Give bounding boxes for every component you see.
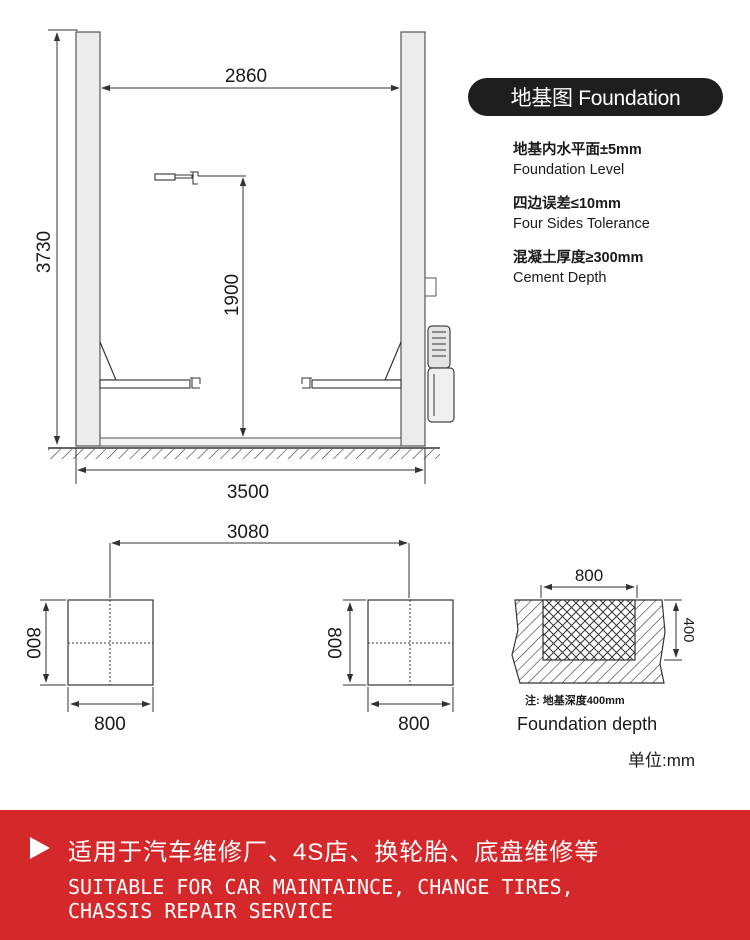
right-column [400, 31, 437, 447]
dim-arm-height: 1900 [198, 175, 247, 437]
spec-en: Four Sides Tolerance [513, 216, 650, 232]
play-arrow-icon [30, 837, 50, 859]
dim-pad-spacing: 3080 [109, 522, 410, 598]
left-column [75, 31, 101, 447]
spec-en: Foundation Level [513, 162, 625, 178]
spec-cn: 四边误差≤10mm [513, 196, 621, 212]
spec-item: 四边误差≤10mm Four Sides Tolerance [513, 194, 733, 234]
dim-base-width: 3500 [75, 448, 426, 503]
svg-text:1900: 1900 [222, 274, 243, 316]
spec-cn: 地基内水平面±5mm [513, 142, 642, 158]
svg-text:400: 400 [680, 617, 697, 642]
svg-text:800: 800 [22, 627, 43, 659]
foundation-depth-label: Foundation depth [517, 714, 658, 734]
svg-text:3500: 3500 [227, 482, 269, 503]
raised-arm [154, 171, 199, 185]
dim-total-height: 3730 [34, 29, 78, 445]
spec-item: 混凝土厚度≥300mm Cement Depth [513, 248, 733, 288]
svg-text:800: 800 [94, 714, 126, 735]
svg-text:3730: 3730 [34, 231, 55, 273]
spec-list: 地基内水平面±5mm Foundation Level 四边误差≤10mm Fo… [513, 140, 733, 302]
spec-en: Cement Depth [513, 270, 607, 286]
application-banner: 适用于汽车维修厂、4S店、换轮胎、底盘维修等 SUITABLE FOR CAR … [0, 810, 750, 940]
right-arm [301, 341, 402, 389]
foundation-section: 800 400 注: 地基深度400mm [511, 566, 697, 707]
ground-line [48, 437, 440, 459]
banner-cn-text: 适用于汽车维修厂、4S店、换轮胎、底盘维修等 [68, 839, 600, 866]
banner-en-line-2: CHASSIS REPAIR SERVICE [68, 899, 333, 923]
banner-en-text: SUITABLE FOR CAR MAINTAINCE, CHANGE TIRE… [68, 875, 574, 923]
banner-en-line-1: SUITABLE FOR CAR MAINTAINCE, CHANGE TIRE… [68, 875, 574, 899]
svg-text:2860: 2860 [225, 66, 267, 87]
svg-text:注: 地基深度400mm: 注: 地基深度400mm [525, 693, 625, 707]
dim-column-spacing: 2860 [101, 66, 400, 92]
spec-cn: 混凝土厚度≥300mm [513, 250, 644, 266]
spec-item: 地基内水平面±5mm Foundation Level [513, 140, 733, 180]
foundation-title: 地基图 Foundation [510, 87, 681, 110]
left-pad: 800 800 [22, 599, 154, 735]
lift-foundation-drawing: 2860 3730 1900 3500 3080 800 80 [22, 29, 697, 735]
svg-text:800: 800 [323, 627, 344, 659]
foundation-title-badge: 地基图 Foundation [468, 78, 723, 116]
right-pad: 800 800 [323, 599, 454, 735]
motor-unit [427, 325, 455, 423]
unit-label: 单位:mm [628, 751, 696, 770]
svg-text:3080: 3080 [227, 522, 269, 543]
svg-text:800: 800 [398, 714, 430, 735]
left-arm [99, 341, 201, 389]
svg-text:800: 800 [575, 566, 603, 585]
